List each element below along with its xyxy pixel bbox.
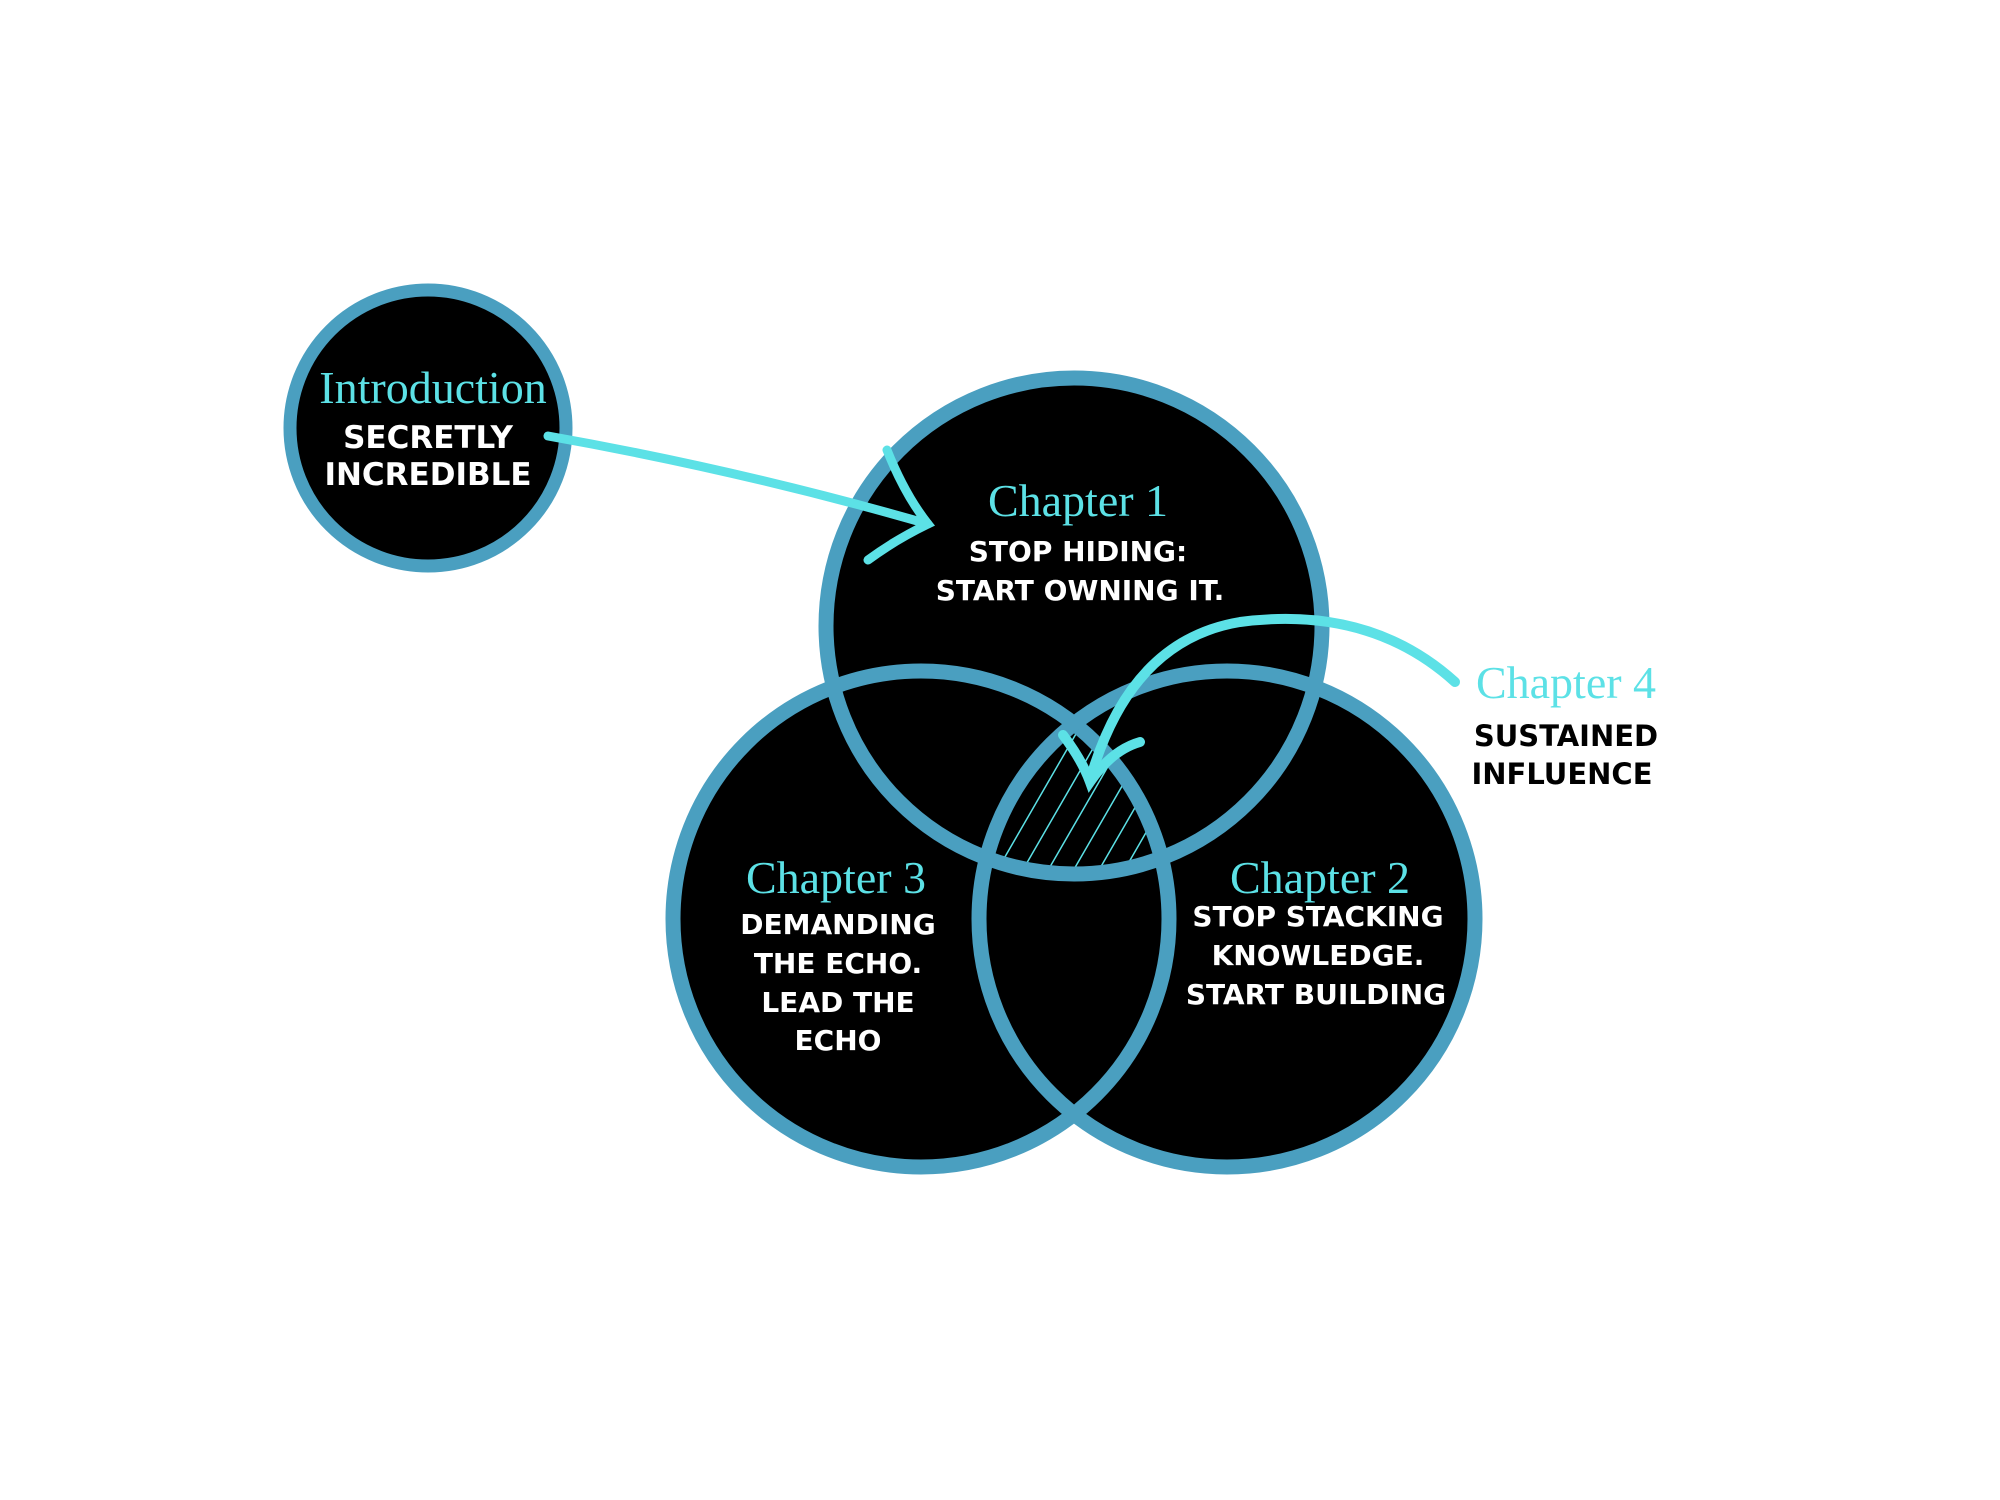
chapter3-ring — [665, 663, 1177, 1175]
chapter3-line: THE ECHO. — [754, 947, 922, 980]
chapter2-line: START BUILDING — [1186, 978, 1446, 1011]
introduction-title: Introduction — [319, 362, 546, 413]
chapter4-line: SUSTAINED — [1474, 719, 1658, 753]
chapter2-line: KNOWLEDGE. — [1212, 939, 1425, 972]
introduction-circle — [283, 283, 573, 573]
chapter1-line: START OWNING IT. — [936, 574, 1225, 607]
chapter2-ring — [971, 663, 1483, 1175]
chapter1-title: Chapter 1 — [988, 475, 1168, 526]
chapter3-line: LEAD THE — [761, 986, 914, 1019]
chapter2-title: Chapter 2 — [1230, 852, 1410, 903]
arrow-chapter4-to-center — [1058, 613, 1460, 793]
introduction-line: INCREDIBLE — [324, 457, 531, 493]
chapter2-line: STOP STACKING — [1192, 900, 1443, 933]
chapter3-line: DEMANDING — [740, 908, 935, 941]
introduction-line: SECRETLY — [343, 420, 513, 456]
chapter4-title: Chapter 4 — [1476, 657, 1656, 708]
chapter3-title: Chapter 3 — [746, 852, 926, 903]
chapter3-line: ECHO — [795, 1024, 882, 1057]
chapter1-line: STOP HIDING: — [969, 535, 1187, 568]
arrow-intro-to-chapter1 — [543, 431, 936, 565]
chapter4-line: INFLUENCE — [1471, 757, 1652, 791]
